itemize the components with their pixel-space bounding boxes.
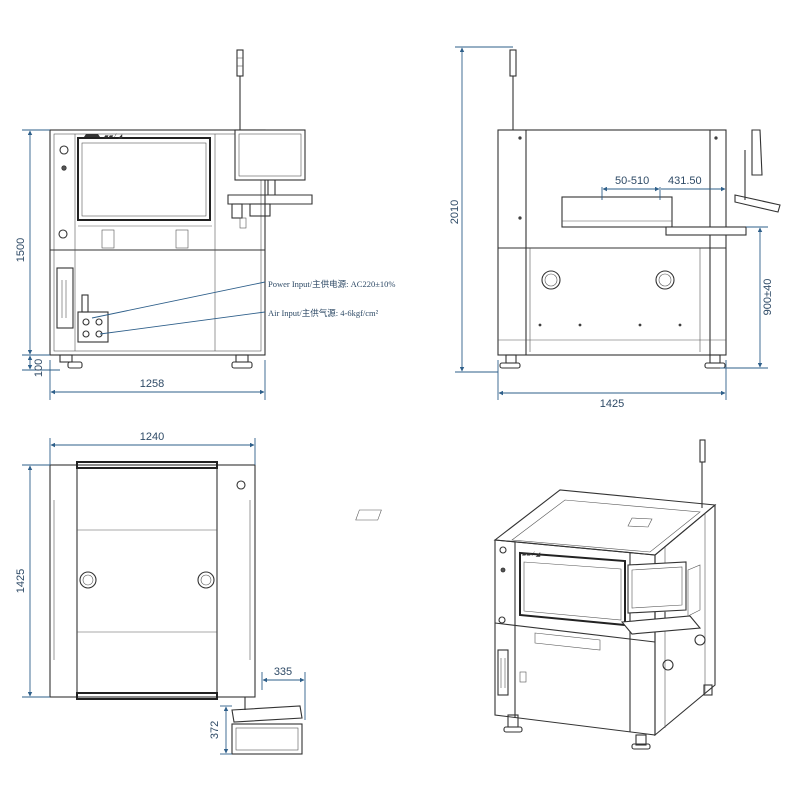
iso-viewing-window <box>519 551 626 627</box>
top-view <box>49 461 303 755</box>
air-input-note: Air Input/主供气源: 4-6kgf/cm² <box>268 308 379 318</box>
side-width-label: 1425 <box>600 398 624 410</box>
monitor-width-label: 335 <box>274 666 292 678</box>
signal-tower <box>236 49 244 77</box>
side-signal-tower <box>509 49 517 77</box>
top-porthole-left <box>79 571 97 589</box>
front-side-panel <box>56 267 74 329</box>
side-conveyor-rail <box>561 196 673 228</box>
front-logo: ▰▰ ⁄ ◢ <box>104 134 123 140</box>
side-porthole-left <box>541 270 561 290</box>
top-machine-body <box>49 464 256 698</box>
rail-offset-label: 431.50 <box>668 175 702 187</box>
iso-keyboard-tray <box>620 615 702 635</box>
front-height-label: 1500 <box>15 238 27 262</box>
power-input-note: Power Input/主供电源: AC220±10% <box>268 279 395 289</box>
iso-monitor <box>627 561 687 614</box>
front-view: ▰▰ ⁄ ◢ <box>49 49 313 369</box>
iso-top-face <box>493 489 717 556</box>
top-monitor <box>231 723 303 755</box>
top-view-dimensions: 1240 1425 335 372 <box>15 431 306 755</box>
side-height-label: 2010 <box>449 200 461 224</box>
monitor-depth-label: 372 <box>209 721 221 739</box>
iso-signal-tower <box>699 439 706 463</box>
svg-text:▰▰ ⁄ ◢: ▰▰ ⁄ ◢ <box>522 552 541 558</box>
emergency-stop-icon <box>58 229 68 239</box>
rail-width-range-label: 50-510 <box>615 175 649 187</box>
top-width-label: 1240 <box>140 431 164 443</box>
top-indicator-circle <box>236 480 246 490</box>
front-view-dimensions: 1500 100 1258 Power Input/主供电源: AC220±10… <box>15 129 395 400</box>
front-width-label: 1258 <box>140 378 164 390</box>
top-porthole-right <box>197 571 215 589</box>
front-indicator-circle <box>59 145 69 155</box>
front-viewing-window <box>77 137 211 221</box>
side-view <box>497 49 781 369</box>
side-machine-body <box>497 129 727 356</box>
side-porthole-right <box>655 270 675 290</box>
front-keyboard-tray <box>227 194 313 205</box>
side-view-dimensions: 2010 1425 50-510 431.50 900±40 <box>449 46 774 410</box>
front-machine-body <box>49 129 266 356</box>
foot-height-label: 100 <box>33 359 45 377</box>
side-keyboard-tray <box>734 194 781 213</box>
top-keyboard-tray <box>231 705 303 723</box>
side-monitor <box>751 129 763 176</box>
isometric-view: ▰▰ ⁄ ◢ <box>355 439 717 750</box>
top-depth-label: 1425 <box>15 569 27 593</box>
side-conveyor-extension <box>665 226 747 236</box>
conveyor-height-label: 900±40 <box>762 279 774 316</box>
iso-side-face <box>654 503 716 737</box>
air-power-inlet-box <box>77 311 109 343</box>
front-monitor <box>234 129 306 181</box>
